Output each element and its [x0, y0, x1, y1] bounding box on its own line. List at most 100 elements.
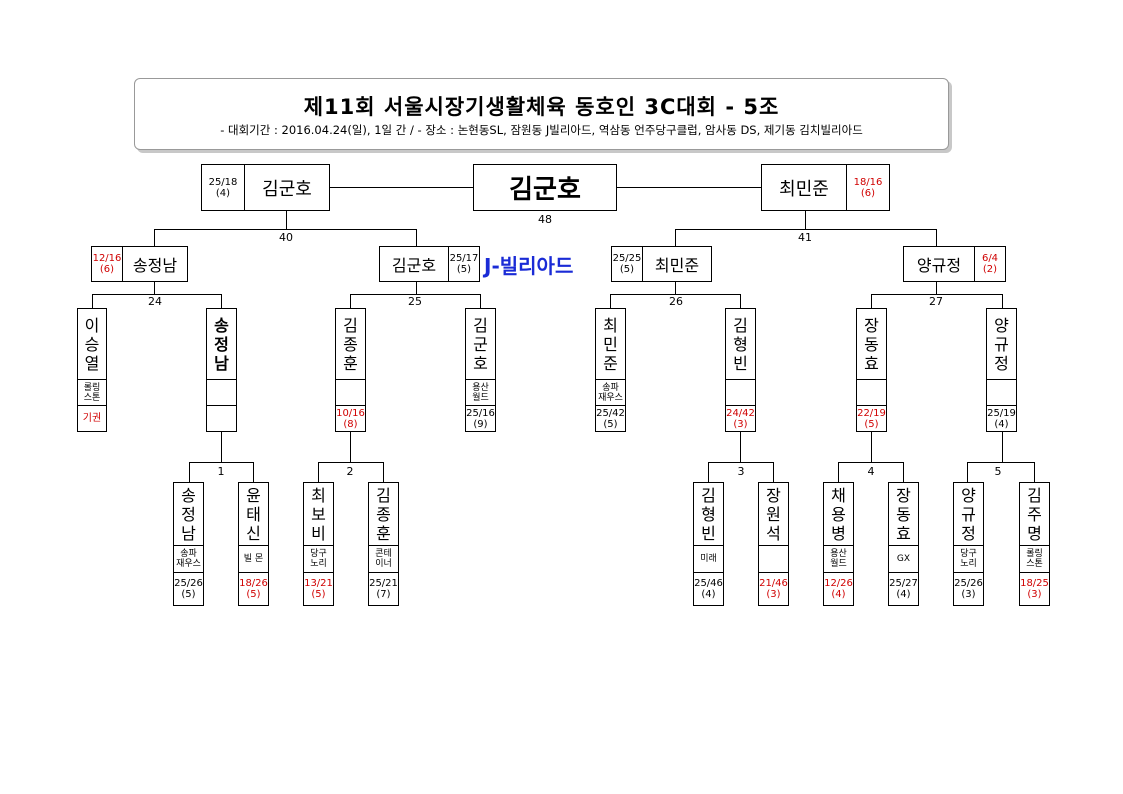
score-value: 12/16: [92, 253, 122, 264]
bracket-line: [967, 462, 968, 482]
bracket-line: [708, 462, 774, 463]
match-number: 40: [279, 231, 293, 244]
player-score: 12/26(4): [823, 572, 854, 606]
player-club: [206, 379, 237, 406]
player-club: [335, 379, 366, 406]
player-club: 미래: [693, 545, 724, 573]
quarter-score: 12/16 (6): [91, 246, 123, 282]
bracket-line: [1002, 432, 1003, 462]
player-club: GX: [888, 545, 919, 573]
bracket-line: [708, 462, 709, 482]
tournament-header: 제11회 서울시장기생활체육 동호인 3C대회 - 5조 - 대회기간 : 20…: [134, 78, 949, 150]
player-score: 25/19(4): [986, 405, 1017, 432]
bracket-line: [1034, 462, 1035, 482]
bracket-line: [154, 229, 155, 246]
bracket-line: [610, 294, 611, 308]
bracket-line: [189, 462, 254, 463]
player-club: 빌 몬: [238, 545, 269, 573]
bracket-line: [318, 462, 384, 463]
bracket-line: [675, 282, 676, 294]
bracket-line: [740, 294, 741, 308]
match-number: 2: [346, 465, 354, 478]
final-right-score: 18/16 (6): [846, 164, 890, 211]
match-number: 25: [408, 295, 422, 308]
event-info: - 대회기간 : 2016.04.24(일), 1일 간 / - 장소 : 논현…: [220, 123, 863, 137]
match-number: 24: [148, 295, 162, 308]
match-number: 5: [994, 465, 1002, 478]
quarter-score: 25/17 (5): [448, 246, 480, 282]
player-score: 25/16(9): [465, 405, 496, 432]
bracket-line: [350, 294, 351, 308]
venue-label: J-빌리아드: [484, 254, 574, 278]
bracket-line: [154, 229, 417, 230]
bracket-line: [383, 462, 384, 482]
innings-value: (5): [619, 264, 635, 275]
player-score: 25/27(4): [888, 572, 919, 606]
player-score: [206, 405, 237, 432]
bracket-line: [871, 294, 872, 308]
score-value: 25/18: [208, 176, 238, 188]
player-score: 24/42(3): [725, 405, 756, 432]
bracket-line: [838, 462, 904, 463]
bracket-line: [416, 229, 417, 246]
match-number: 41: [798, 231, 812, 244]
player-score: 25/21(7): [368, 572, 399, 606]
match-number: 3: [737, 465, 745, 478]
bracket-line: [480, 294, 481, 308]
quarter-player: 양규정: [903, 246, 975, 282]
final-left-score: 25/18 (4): [201, 164, 245, 211]
bracket-line: [92, 294, 93, 308]
final-left-player: 김군호: [244, 164, 330, 211]
score-value: 18/16: [853, 176, 883, 188]
bracket-line: [675, 229, 676, 246]
player-score: 기권: [77, 405, 107, 432]
bracket-line: [805, 211, 806, 229]
player-score: 18/25(3): [1019, 572, 1050, 606]
score-value: 25/17: [449, 253, 479, 264]
bracket-line: [286, 211, 287, 229]
player-club: [986, 379, 1017, 406]
innings-value: (6): [99, 264, 115, 275]
bracket-line: [967, 462, 1035, 463]
bracket-line: [617, 187, 761, 188]
bracket-line: [1002, 294, 1003, 308]
match-number: 27: [929, 295, 943, 308]
innings-value: (6): [860, 187, 876, 199]
player-score: 25/26(5): [173, 572, 204, 606]
bracket-line: [936, 229, 937, 246]
bracket-line: [871, 294, 1003, 295]
match-number: 4: [867, 465, 875, 478]
innings-value: (4): [215, 187, 231, 199]
bracket-line: [610, 294, 741, 295]
bracket-line: [350, 294, 481, 295]
innings-value: (5): [456, 264, 472, 275]
quarter-player: 김군호: [379, 246, 449, 282]
innings-value: (2): [982, 264, 998, 275]
page-title: 제11회 서울시장기생활체육 동호인 3C대회 - 5조: [303, 95, 780, 119]
bracket-line: [903, 462, 904, 482]
bracket-line: [936, 282, 937, 294]
bracket-line: [740, 432, 741, 462]
bracket-line: [154, 282, 155, 294]
player-score: 21/46(3): [758, 572, 789, 606]
bracket-line: [221, 432, 222, 462]
bracket-line: [675, 229, 937, 230]
bracket-line: [773, 462, 774, 482]
bracket-line: [221, 294, 222, 308]
match-number: 26: [669, 295, 683, 308]
